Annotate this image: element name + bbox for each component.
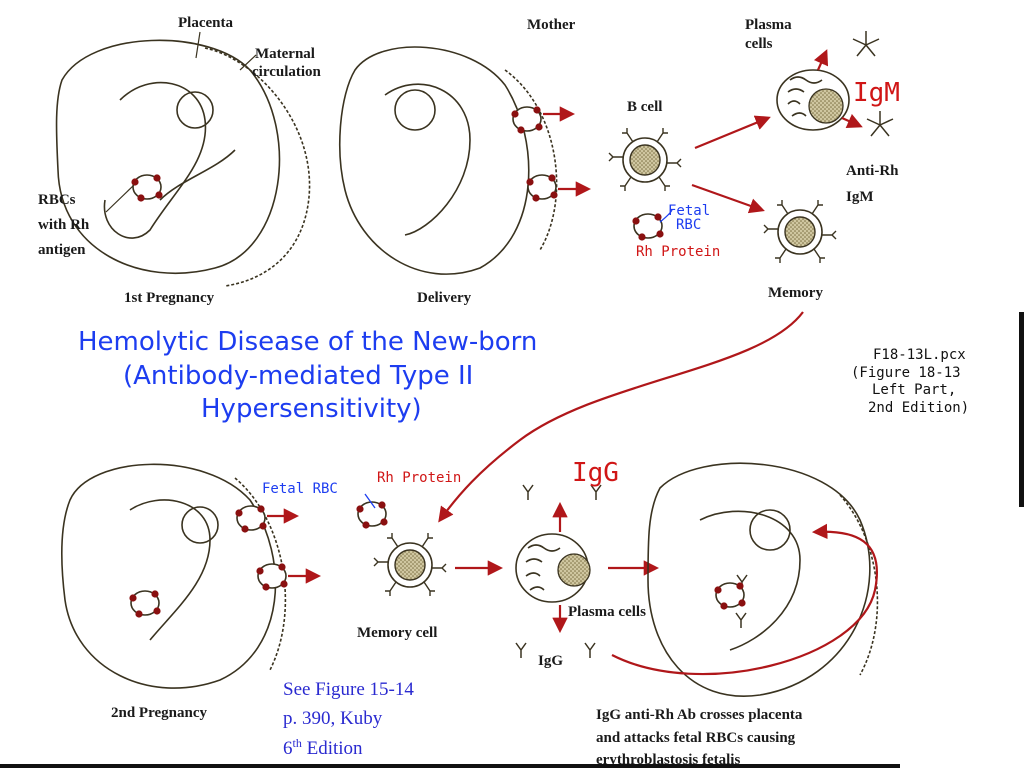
reference-line-2: p. 390, Kuby — [283, 708, 383, 729]
reference-edition-sup: th — [293, 736, 302, 750]
title-line-2: (Antibody-mediated Type II — [123, 361, 473, 391]
delivery-label: Delivery — [417, 290, 472, 306]
memory-cell-label: Memory cell — [357, 625, 437, 641]
rh-protein-bottom-label: Rh Protein — [377, 470, 461, 486]
crosses-label-1: IgG anti-Rh Ab crosses placenta — [596, 707, 803, 723]
file-note-line-2: (Figure 18-13 — [851, 365, 961, 381]
plasma-cells-bottom-label: Plasma cells — [568, 604, 646, 620]
crosses-label-2: and attacks fetal RBCs causing — [596, 730, 796, 746]
fetal-rbc-bottom-label: Fetal RBC — [262, 481, 338, 497]
reference-line-1: See Figure 15-14 — [283, 679, 414, 700]
title-line-1: Hemolytic Disease of the New-born — [78, 327, 537, 357]
igg-small-label: IgG — [538, 653, 563, 669]
igm-big-label: IgM — [853, 78, 900, 108]
first-pregnancy-label: 1st Pregnancy — [124, 290, 215, 306]
maternal-circulation-label-2: circulation — [252, 64, 322, 80]
plasma-cells-top-label-1: Plasma — [745, 17, 792, 33]
second-pregnancy-label: 2nd Pregnancy — [111, 705, 207, 721]
reference-line-3: 6th Edition — [283, 736, 363, 759]
memory-label: Memory — [768, 285, 823, 301]
fetal-rbc-top-label-1: Fetal — [668, 203, 710, 219]
file-note-line-1: F18-13L.pcx — [873, 347, 966, 363]
delivery-illustration — [339, 46, 592, 275]
fetal-rbc-top-label-2: RBC — [676, 217, 701, 233]
reference-edition-number: 6 — [283, 738, 293, 759]
file-note-line-4: 2nd Edition) — [868, 400, 969, 416]
title-line-3: Hypersensitivity) — [201, 394, 422, 424]
right-edge-bar — [1019, 312, 1024, 507]
anti-rh-label-2: IgM — [846, 189, 874, 205]
file-note-line-3: Left Part, — [872, 382, 956, 398]
first-pregnancy-illustration — [55, 39, 311, 287]
mother-label: Mother — [527, 17, 576, 33]
bottom-immune-response — [355, 484, 748, 659]
igg-big-label: IgG — [572, 458, 619, 488]
top-immune-response — [608, 31, 894, 264]
rbcs-rh-label-2: with Rh — [38, 217, 90, 233]
rbcs-rh-label-1: RBCs — [38, 192, 76, 208]
bottom-rule — [0, 764, 900, 768]
second-pregnancy-illustration — [60, 463, 322, 689]
reference-edition-text: Edition — [302, 738, 363, 759]
plasma-cells-top-label-2: cells — [745, 36, 773, 52]
b-cell-label: B cell — [627, 99, 662, 115]
maternal-circulation-label-1: Maternal — [255, 46, 315, 62]
anti-rh-label-1: Anti-Rh — [846, 163, 899, 179]
affected-fetus-illustration — [611, 462, 879, 697]
placenta-label: Placenta — [178, 15, 233, 31]
rbcs-rh-label-3: antigen — [38, 242, 86, 258]
rh-protein-top-label: Rh Protein — [636, 244, 720, 260]
